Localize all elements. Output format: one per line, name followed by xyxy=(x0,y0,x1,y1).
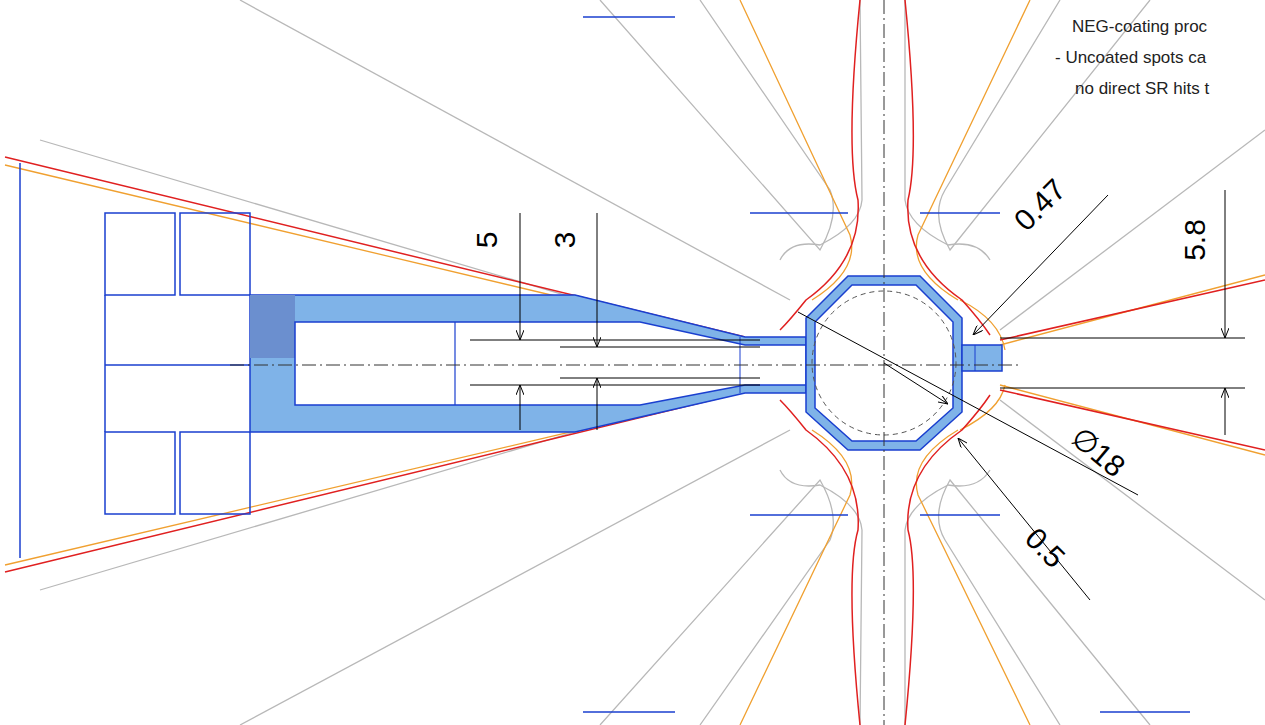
dimension-value: 0.47 xyxy=(1009,174,1072,237)
dimension-value: ∅18 xyxy=(1066,421,1131,482)
note-text: - Uncoated spots ca xyxy=(1055,49,1206,66)
dimension-value: 5 xyxy=(472,232,502,249)
dimension-value: 3 xyxy=(550,232,580,249)
note-text: no direct SR hits t xyxy=(1075,80,1209,97)
dimension-value: 0.5 xyxy=(1020,523,1071,574)
dimension-value: 5.8 xyxy=(1180,219,1210,261)
note-text: NEG-coating proc xyxy=(1072,18,1207,35)
